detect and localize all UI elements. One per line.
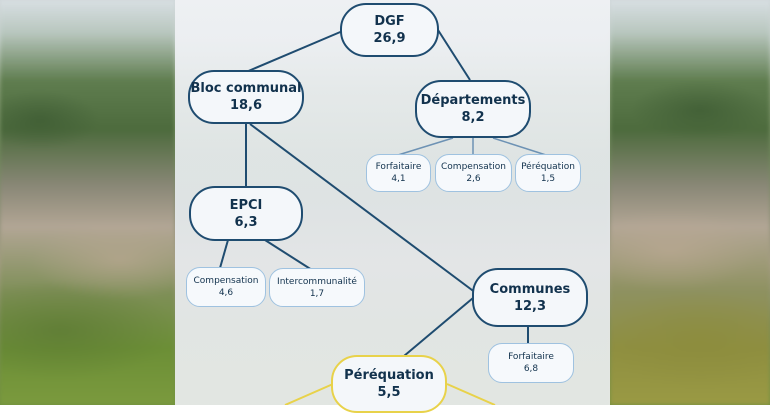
node-dep-compensation-value: 2,6 — [466, 174, 481, 184]
node-departements-label: Départements — [420, 93, 526, 108]
node-dep-forfaitaire: Forfaitaire 4,1 — [366, 154, 431, 192]
node-epci-compensation-label: Compensation — [193, 276, 259, 286]
node-dep-perequation: Péréquation 1,5 — [515, 154, 581, 192]
node-epci-compensation: Compensation 4,6 — [186, 267, 266, 307]
line-dep-perequation — [492, 137, 547, 156]
node-epci-compensation-value: 4,6 — [218, 288, 234, 298]
line-perequation-left — [284, 383, 334, 405]
node-epci: EPCI 6,3 — [189, 186, 303, 241]
node-dep-perequation-value: 1,5 — [540, 174, 556, 184]
node-com-forfaitaire: Forfaitaire 6,8 — [488, 343, 574, 383]
node-epci-value: 6,3 — [234, 214, 258, 230]
node-departements-value: 8,2 — [461, 110, 485, 125]
line-perequation-right — [446, 383, 496, 405]
node-epci-intercommunalite-label: Intercommunalité — [277, 276, 357, 287]
aerial-landscape-left — [0, 0, 175, 405]
line-epci-compensation — [219, 239, 229, 269]
node-dep-forfaitaire-value: 4,1 — [391, 174, 406, 184]
node-dep-compensation: Compensation 2,6 — [435, 154, 512, 192]
node-dep-forfaitaire-label: Forfaitaire — [375, 162, 422, 172]
aerial-landscape-right — [610, 0, 770, 405]
line-communes-perequation — [403, 297, 474, 357]
line-dgf-bloc — [245, 29, 346, 73]
node-dgf-label: DGF — [374, 14, 405, 29]
node-perequation-value: 5,5 — [377, 385, 401, 400]
line-dgf-departements — [437, 29, 471, 81]
node-bloc-value: 18,6 — [229, 98, 263, 113]
line-bloc-communes — [249, 123, 481, 297]
node-dep-compensation-label: Compensation — [441, 162, 506, 172]
node-departements: Départements 8,2 — [415, 80, 531, 138]
node-communes-value: 12,3 — [513, 298, 547, 314]
node-com-forfaitaire-value: 6,8 — [523, 364, 539, 374]
line-dep-forfaitaire — [397, 137, 454, 156]
node-epci-intercommunalite: Intercommunalité 1,7 — [269, 268, 365, 307]
node-perequation: Péréquation 5,5 — [331, 355, 447, 413]
node-dep-perequation-label: Péréquation — [521, 162, 575, 172]
node-communes-label: Communes — [489, 281, 571, 297]
node-epci-intercommunalite-value: 1,7 — [309, 288, 325, 299]
node-communes: Communes 12,3 — [472, 268, 588, 327]
node-com-forfaitaire-label: Forfaitaire — [508, 352, 554, 362]
line-epci-intercommunalite — [264, 239, 313, 271]
node-bloc-communal: Bloc communal 18,6 — [188, 70, 304, 124]
node-dgf-value: 26,9 — [373, 31, 406, 46]
node-perequation-label: Péréquation — [344, 368, 434, 383]
node-epci-label: EPCI — [229, 197, 263, 213]
node-bloc-label: Bloc communal — [190, 81, 302, 96]
node-dgf: DGF 26,9 — [340, 3, 439, 57]
